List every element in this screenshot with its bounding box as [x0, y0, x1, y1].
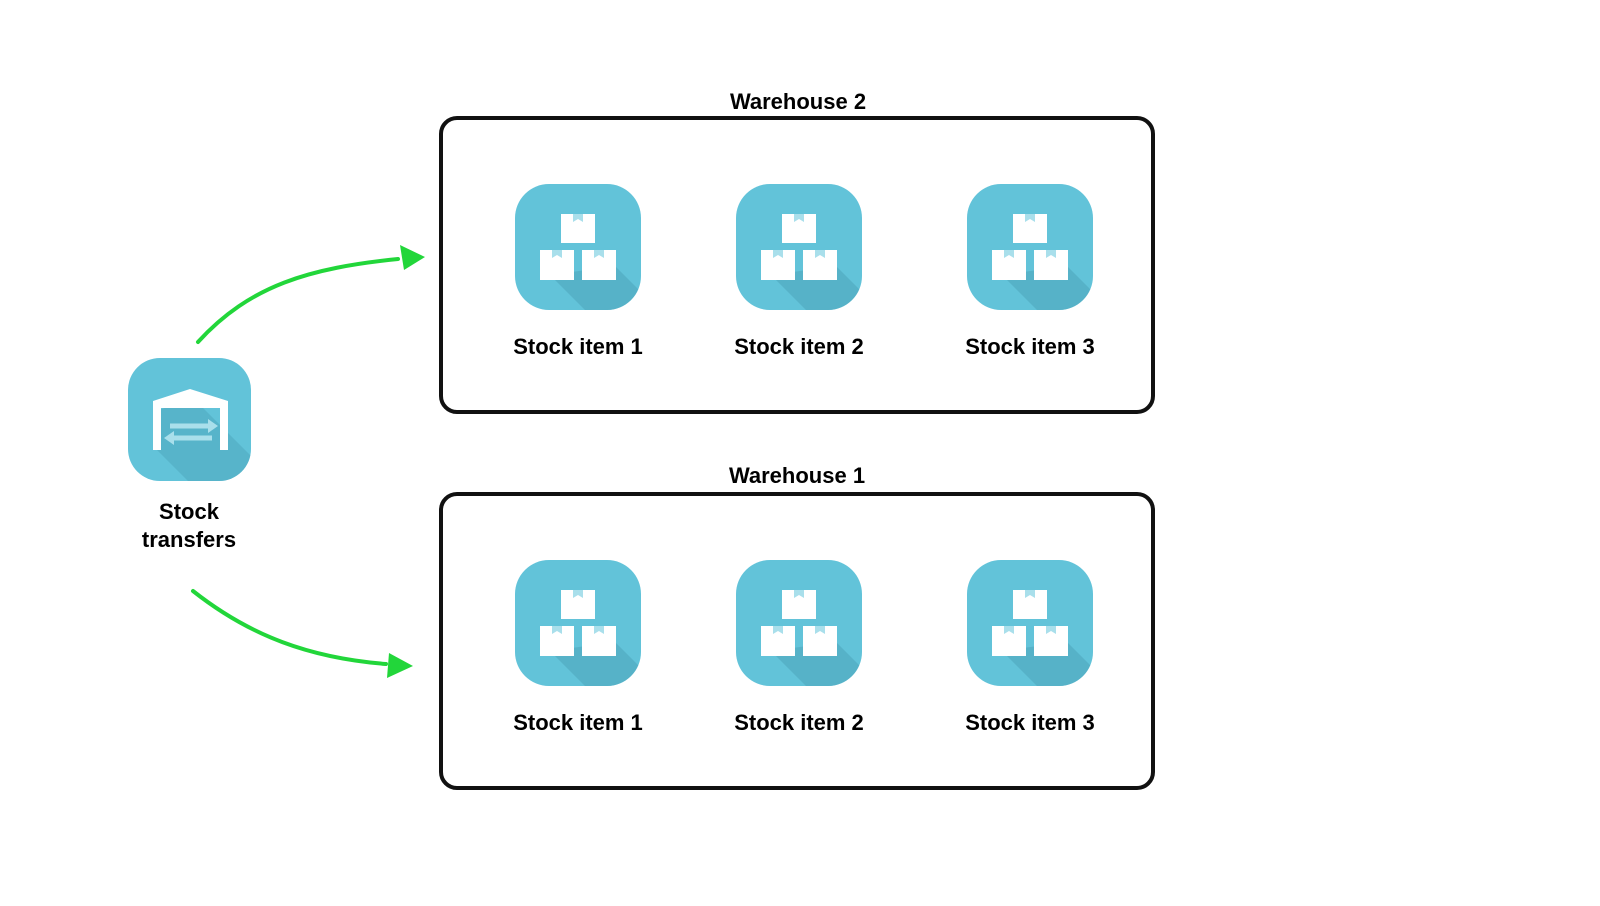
boxes-icon [967, 184, 1093, 310]
warehouse-1-title: Warehouse 1 [728, 463, 866, 488]
stock-item-label: Stock item 3 [965, 710, 1095, 735]
boxes-icon [515, 560, 641, 686]
stock-transfers-label-line2: transfers [141, 527, 237, 552]
boxes-icon [967, 560, 1093, 686]
stock-item-label: Stock item 2 [734, 710, 864, 735]
arrowhead-warehouse-2 [400, 245, 425, 270]
arrow-to-warehouse-1 [191, 589, 388, 666]
warehouse-2-container: Stock item 1 Stock item 2 [439, 116, 1155, 414]
warehouse-1-container: Stock item 1 Stock item 2 [439, 492, 1155, 790]
boxes-icon [736, 184, 862, 310]
stock-item-label: Stock item 2 [734, 334, 864, 359]
arrowhead-warehouse-1 [387, 653, 413, 678]
stock-transfers-label: Stock transfers [110, 498, 268, 554]
stock-transfers-label-line1: Stock [159, 499, 219, 524]
arrow-to-warehouse-2 [196, 257, 400, 344]
boxes-icon [736, 560, 862, 686]
warehouse-transfer-icon [128, 358, 251, 481]
boxes-icon [515, 184, 641, 310]
stock-item-label: Stock item 1 [513, 710, 643, 735]
stock-item-label: Stock item 1 [513, 334, 643, 359]
warehouse-2-title: Warehouse 2 [729, 89, 867, 114]
stock-item-label: Stock item 3 [965, 334, 1095, 359]
